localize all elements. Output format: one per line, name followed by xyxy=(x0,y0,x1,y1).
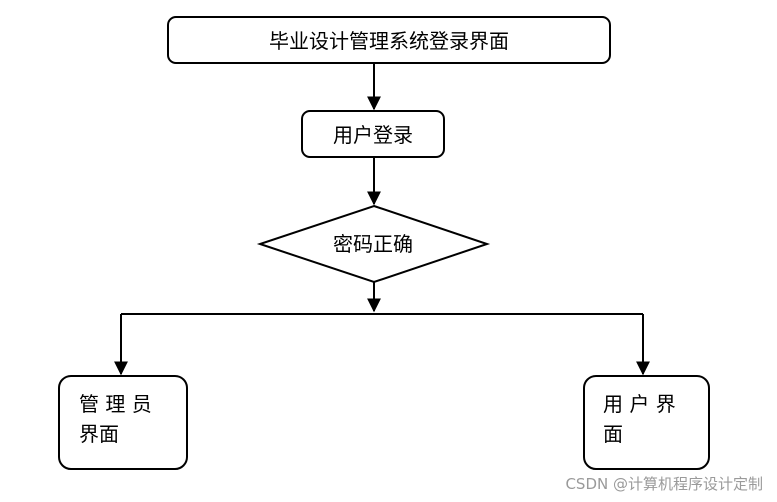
node-decision: 密码正确 xyxy=(256,204,491,284)
node-login: 用户登录 xyxy=(301,110,445,158)
node-admin-label-line2: 界面 xyxy=(79,422,119,446)
node-login-label: 用户登录 xyxy=(333,123,413,147)
node-title: 毕业设计管理系统登录界面 xyxy=(167,16,611,64)
node-admin-box xyxy=(58,375,188,470)
watermark-text: CSDN @计算机程序设计定制 xyxy=(565,475,763,493)
node-user-box xyxy=(583,375,710,470)
node-title-box xyxy=(167,16,611,64)
node-admin: 管 理 员 界面 xyxy=(58,375,188,470)
node-user: 用 户 界 面 xyxy=(583,375,710,470)
node-user-label-line1: 用 户 界 xyxy=(603,392,676,416)
node-user-label-line2: 面 xyxy=(603,422,623,446)
node-title-label: 毕业设计管理系统登录界面 xyxy=(269,29,509,53)
node-decision-label: 密码正确 xyxy=(333,232,413,256)
node-admin-label-line1: 管 理 员 xyxy=(79,392,152,416)
